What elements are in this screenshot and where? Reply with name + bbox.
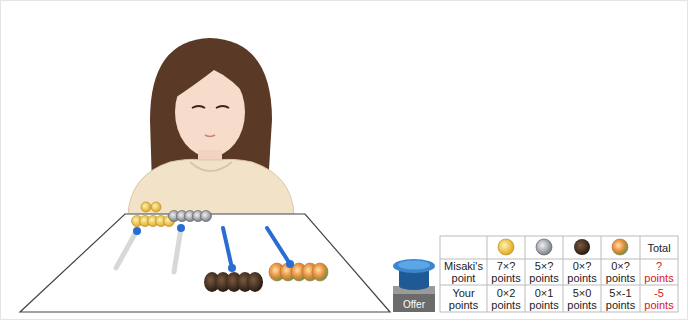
cell-text: 0×? points [602,260,639,284]
cell-text: Your points [441,287,486,311]
table-cell: 5×0 points [563,285,601,312]
table-cell: 5×-1 points [601,285,640,312]
table-cell: ? points [640,259,678,285]
cell-text: ? points [641,260,677,284]
table-cell: 0×? points [601,259,640,285]
cell-text: 5×-1 points [602,287,639,311]
button-label: Offer [391,299,437,310]
table-cell: 0×2 points [487,285,525,312]
table-cell: 5×? points [525,259,563,285]
table-cell: Misaki's point [440,259,487,285]
table-cell: 0×1 points [525,285,563,312]
table-cell: -5 points [640,285,678,312]
cell-text: -5 points [641,287,677,311]
cell-text: 5×? points [526,260,562,284]
cell-text: Total [647,242,670,254]
cell-text: Misaki's point [441,260,486,284]
cell-text: 5×0 points [564,287,600,311]
cell-text: 0×2 points [488,287,524,311]
table-cell: 7×? points [487,259,525,285]
cell-text: 0×? points [564,260,600,284]
cell-text: 0×1 points [526,287,562,311]
table-cell: Total [640,236,678,259]
offer-button: Offer [391,256,437,312]
cell-text: 7×? points [488,260,524,284]
table-cell: 0×? points [563,259,601,285]
table-cell: Your points [440,285,487,312]
